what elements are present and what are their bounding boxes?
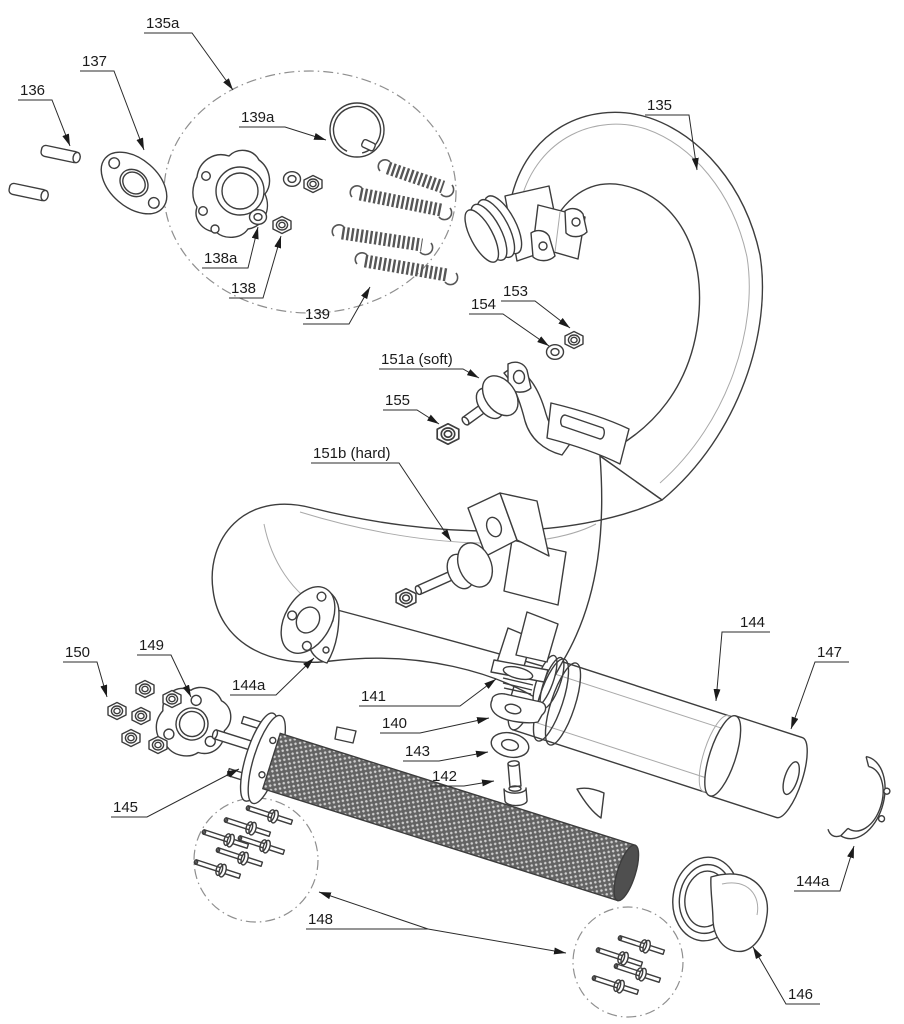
label-text: 138a (204, 250, 238, 267)
label-text: 135 (647, 97, 672, 114)
label-text: 144 (740, 614, 765, 631)
clamp-insert-141 (502, 665, 534, 695)
label-text: 138 (231, 280, 256, 297)
label-136: 136 (18, 82, 71, 147)
mount-bracket-151b (467, 492, 567, 606)
nut-155 (436, 422, 460, 446)
label-text: 144a (232, 677, 266, 694)
label-144: 144 (713, 614, 770, 702)
label-text: 148 (308, 911, 333, 928)
washer-154 (545, 344, 565, 360)
label-text: 136 (20, 82, 45, 99)
label-143: 143 (403, 743, 489, 762)
label-text: 146 (788, 986, 813, 1003)
circlip-139a (329, 102, 385, 158)
perforated-mesh (261, 732, 636, 902)
label-text: 155 (385, 392, 410, 409)
label-text: 151b (hard) (313, 445, 391, 462)
label-text: 153 (503, 283, 528, 300)
label-150: 150 (63, 644, 108, 698)
label-142: 142 (430, 768, 495, 787)
bolt-142 (503, 760, 528, 807)
end-cap-147 (704, 715, 808, 819)
label-text: 145 (113, 799, 138, 816)
label-144a-upper: 144a (230, 657, 315, 696)
flange-149 (155, 686, 232, 757)
inlet-flange-ring (464, 195, 523, 263)
label-text: 149 (139, 637, 164, 654)
expansion-chamber-135 (511, 111, 764, 501)
label-text: 147 (817, 644, 842, 661)
label-text: 151a (soft) (381, 351, 453, 368)
label-text: 141 (361, 688, 386, 705)
label-149: 149 (137, 637, 192, 698)
label-138: 138 (229, 235, 282, 299)
label-text: 154 (471, 296, 496, 313)
label-147: 147 (790, 644, 849, 730)
label-139a: 139a (239, 109, 327, 141)
v-bracket-fin (515, 611, 559, 663)
springs-139 (331, 159, 459, 286)
clamp-band-140 (532, 658, 570, 742)
label-text: 150 (65, 644, 90, 661)
silencer-hanger-tab (576, 787, 605, 819)
label-146: 146 (752, 946, 820, 1005)
bracket-151a (503, 361, 630, 465)
washer-small (282, 170, 302, 188)
label-148: 148 (306, 891, 567, 955)
label-135: 135 (645, 97, 699, 171)
rubber-mount-151b (414, 542, 494, 596)
label-153: 153 (501, 283, 571, 329)
label-154: 154 (469, 296, 550, 347)
detail-bubble-135a (163, 70, 457, 314)
label-151a: 151a (soft) (379, 351, 480, 379)
label-144a-lower: 144a (794, 845, 855, 892)
silencer-clamp-assembly (490, 611, 605, 819)
label-137: 137 (80, 53, 145, 151)
label-135a: 135a (144, 15, 234, 91)
label-138a: 138a (202, 226, 259, 269)
label-text: 139a (241, 109, 275, 126)
stud-136-a (40, 144, 81, 164)
label-text: 135a (146, 15, 180, 32)
label-text: 139 (305, 306, 330, 323)
label-text: 143 (405, 743, 430, 760)
spring-anchor-plate (530, 204, 588, 262)
spring-band-clip-144a (827, 755, 891, 840)
label-155: 155 (383, 392, 440, 425)
label-text: 137 (82, 53, 107, 70)
flange-144a-upper (280, 586, 340, 664)
callout-labels: 135a 137 136 139a 135 138a 138 139 (18, 15, 855, 1005)
label-151b: 151b (hard) (311, 445, 452, 542)
stud-136-b (8, 182, 49, 202)
rubber-mount-151a (461, 375, 519, 426)
washer-143 (490, 731, 530, 759)
label-141: 141 (359, 678, 497, 707)
label-text: 140 (382, 715, 407, 732)
silencer-core-145 (211, 712, 640, 902)
outlet-elbow-146 (672, 856, 769, 953)
gasket-137 (100, 151, 168, 215)
detail-bubble-rivets-right (572, 906, 684, 1018)
label-text: 142 (432, 768, 457, 785)
washer-138a (248, 208, 268, 226)
label-139: 139 (303, 286, 371, 325)
pipe-nut (395, 587, 417, 609)
nut-138 (272, 215, 292, 235)
nut-small (303, 174, 323, 194)
label-145: 145 (111, 768, 240, 818)
nut-153 (564, 330, 584, 350)
label-140: 140 (380, 715, 490, 734)
detail-bubble-rivets-left (191, 797, 319, 923)
label-text: 144a (796, 873, 830, 890)
